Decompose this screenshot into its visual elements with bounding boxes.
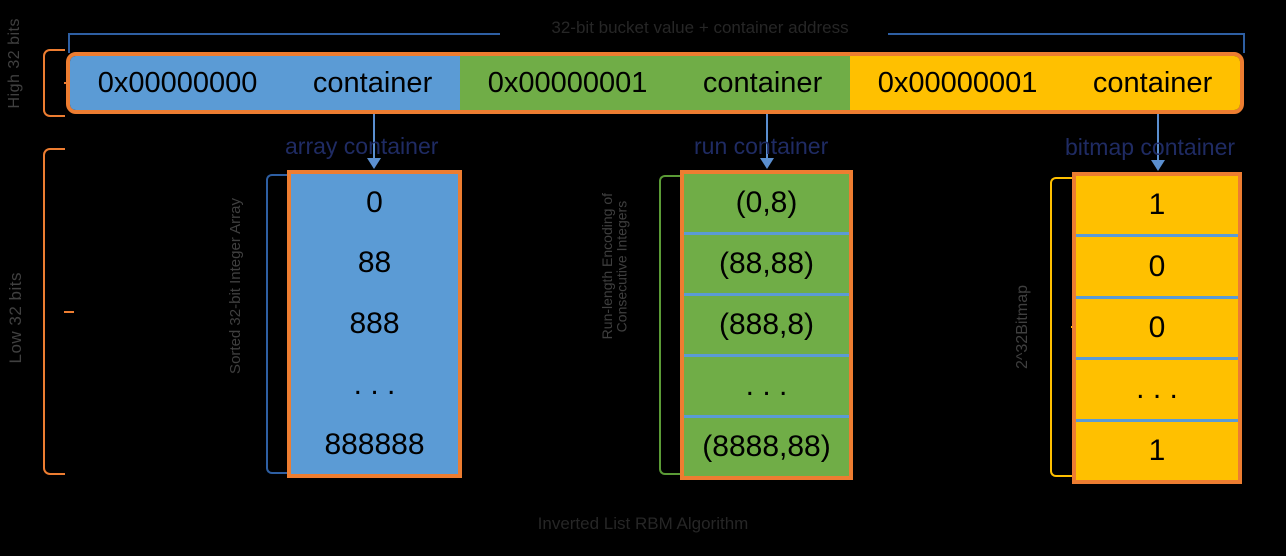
bitmap-cell[interactable]: 0 [1076,298,1238,361]
bitmap-side-bracket [1050,177,1082,477]
bucket-value-2: 0x00000001 [877,66,1038,99]
low-bits-label: Low 32 bits [6,272,25,364]
bitmap-container-title: bitmap container [1065,134,1236,160]
array-cell[interactable]: 0 [291,174,458,235]
bucket-cell-0[interactable]: 0x00000000 container [70,56,460,110]
run-side-label: Run-length Encoding of Consecutive Integ… [599,193,630,340]
bucket-index-bar: 0x00000000 container 0x00000001 containe… [66,52,1244,114]
container-pointer-0: container [312,66,433,99]
run-container: (0,8) (88,88) (888,8) . . . (8888,88) [680,170,853,480]
high-bits-label: High 32 bits [6,18,23,109]
bitmap-cell[interactable]: 0 [1076,237,1238,299]
run-arrow-head [760,158,774,169]
array-container: 0 88 888 . . . 888888 [287,170,462,478]
array-side-label: Sorted 32-bit Integer Array [227,198,244,374]
array-arrow-line [373,114,375,162]
array-container-title: array container [285,133,439,159]
run-container-title: run container [694,133,829,159]
array-cell[interactable]: 888 [291,295,458,356]
array-side-bracket [266,174,298,474]
array-arrow-head [367,158,381,169]
run-cell[interactable]: (888,8) [684,296,849,357]
low-bits-bracket [43,148,74,475]
bucket-cell-2[interactable]: 0x00000001 container [850,56,1240,110]
top-bracket [68,33,1245,53]
bucket-value-1: 0x00000001 [487,66,648,99]
run-side-label-line1: Run-length Encoding of [599,193,615,340]
array-cell[interactable]: . . . [291,355,458,417]
bitmap-side-label: 2^32Bitmap [1014,285,1031,369]
run-side-label-line2: Consecutive Integers [613,200,630,332]
bitmap-container: 1 0 0 . . . 1 [1072,172,1242,484]
run-arrow-line [766,114,768,162]
bucket-cell-1[interactable]: 0x00000001 container [460,56,850,110]
bucket-value-0: 0x00000000 [97,66,258,99]
bitmap-cell[interactable]: . . . [1076,360,1238,422]
high-bits-bracket [43,49,74,117]
top-bracket-segment-left [70,33,500,35]
figure-caption: Inverted List RBM Algorithm [537,514,749,533]
run-side-bracket [659,175,691,475]
container-pointer-1: container [702,66,823,99]
array-cell[interactable]: 888888 [291,416,458,474]
bitmap-cell[interactable]: 1 [1076,421,1238,480]
container-pointer-2: container [1092,66,1213,99]
run-cell[interactable]: (88,88) [684,235,849,296]
run-cell[interactable]: (8888,88) [684,418,849,476]
run-cell[interactable]: . . . [684,357,849,418]
run-cell[interactable]: (0,8) [684,174,849,235]
top-bracket-segment-right [888,33,1243,35]
top-bracket-label: 32-bit bucket value + container address [551,18,849,37]
array-cell[interactable]: 88 [291,234,458,296]
bitmap-arrow-head [1151,160,1165,171]
bitmap-arrow-line [1157,114,1159,164]
bitmap-cell[interactable]: 1 [1076,176,1238,238]
